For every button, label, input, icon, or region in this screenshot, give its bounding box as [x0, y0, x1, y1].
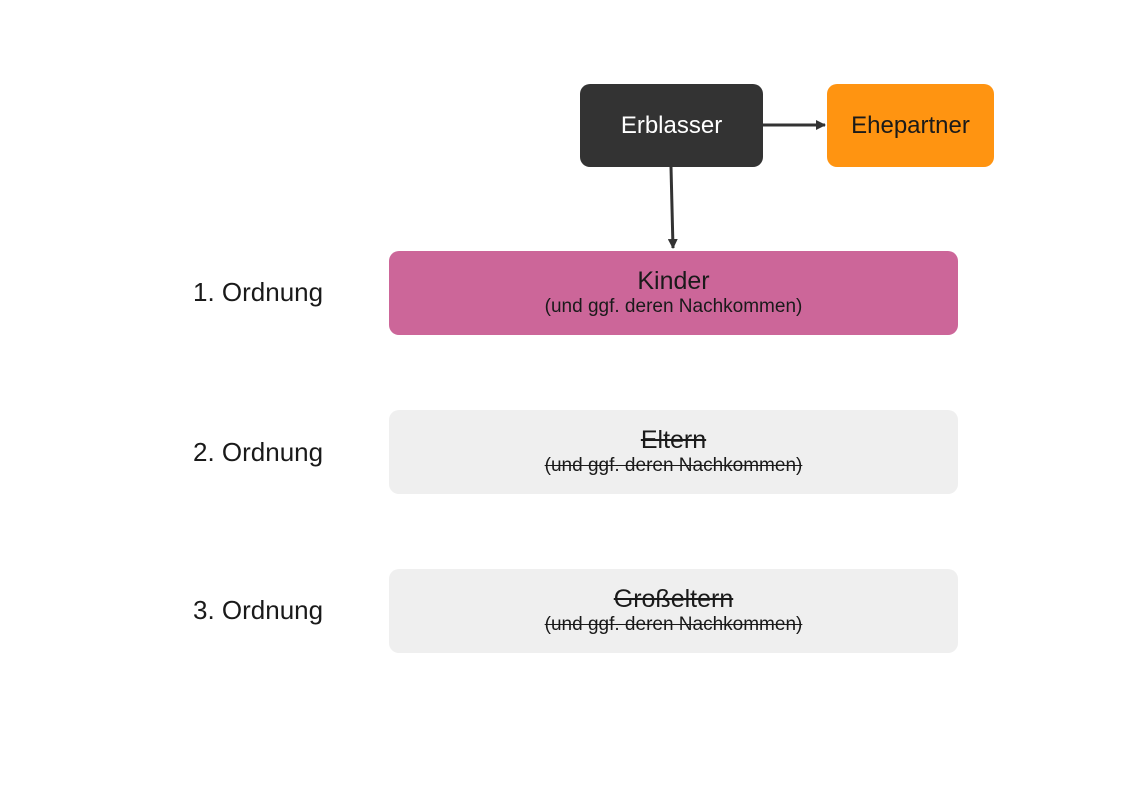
order-subtitle-eltern: (und ggf. deren Nachkommen) — [544, 455, 803, 476]
order-title-grosseltern: Großeltern — [613, 585, 734, 613]
order-title-kinder: Kinder — [637, 267, 710, 295]
arrow-erblasser-to-kinder — [667, 166, 678, 249]
ehepartner-node: Ehepartner — [827, 84, 994, 167]
order-title-eltern: Eltern — [640, 426, 707, 454]
order-subtitle-kinder: (und ggf. deren Nachkommen) — [544, 296, 803, 317]
order-box-grosseltern: Großeltern (und ggf. deren Nachkommen) — [389, 569, 958, 653]
order-subtitle-grosseltern: (und ggf. deren Nachkommen) — [544, 614, 803, 635]
order-label-2: 2. Ordnung — [193, 437, 324, 467]
erblasser-label: Erblasser — [620, 111, 723, 139]
ehepartner-label: Ehepartner — [851, 111, 970, 139]
order-label-3: 3. Ordnung — [193, 595, 324, 625]
order-label-1: 1. Ordnung — [193, 277, 324, 307]
erblasser-node: Erblasser — [580, 84, 763, 167]
order-box-eltern: Eltern (und ggf. deren Nachkommen) — [389, 410, 958, 494]
order-box-kinder: Kinder (und ggf. deren Nachkommen) — [389, 251, 958, 335]
